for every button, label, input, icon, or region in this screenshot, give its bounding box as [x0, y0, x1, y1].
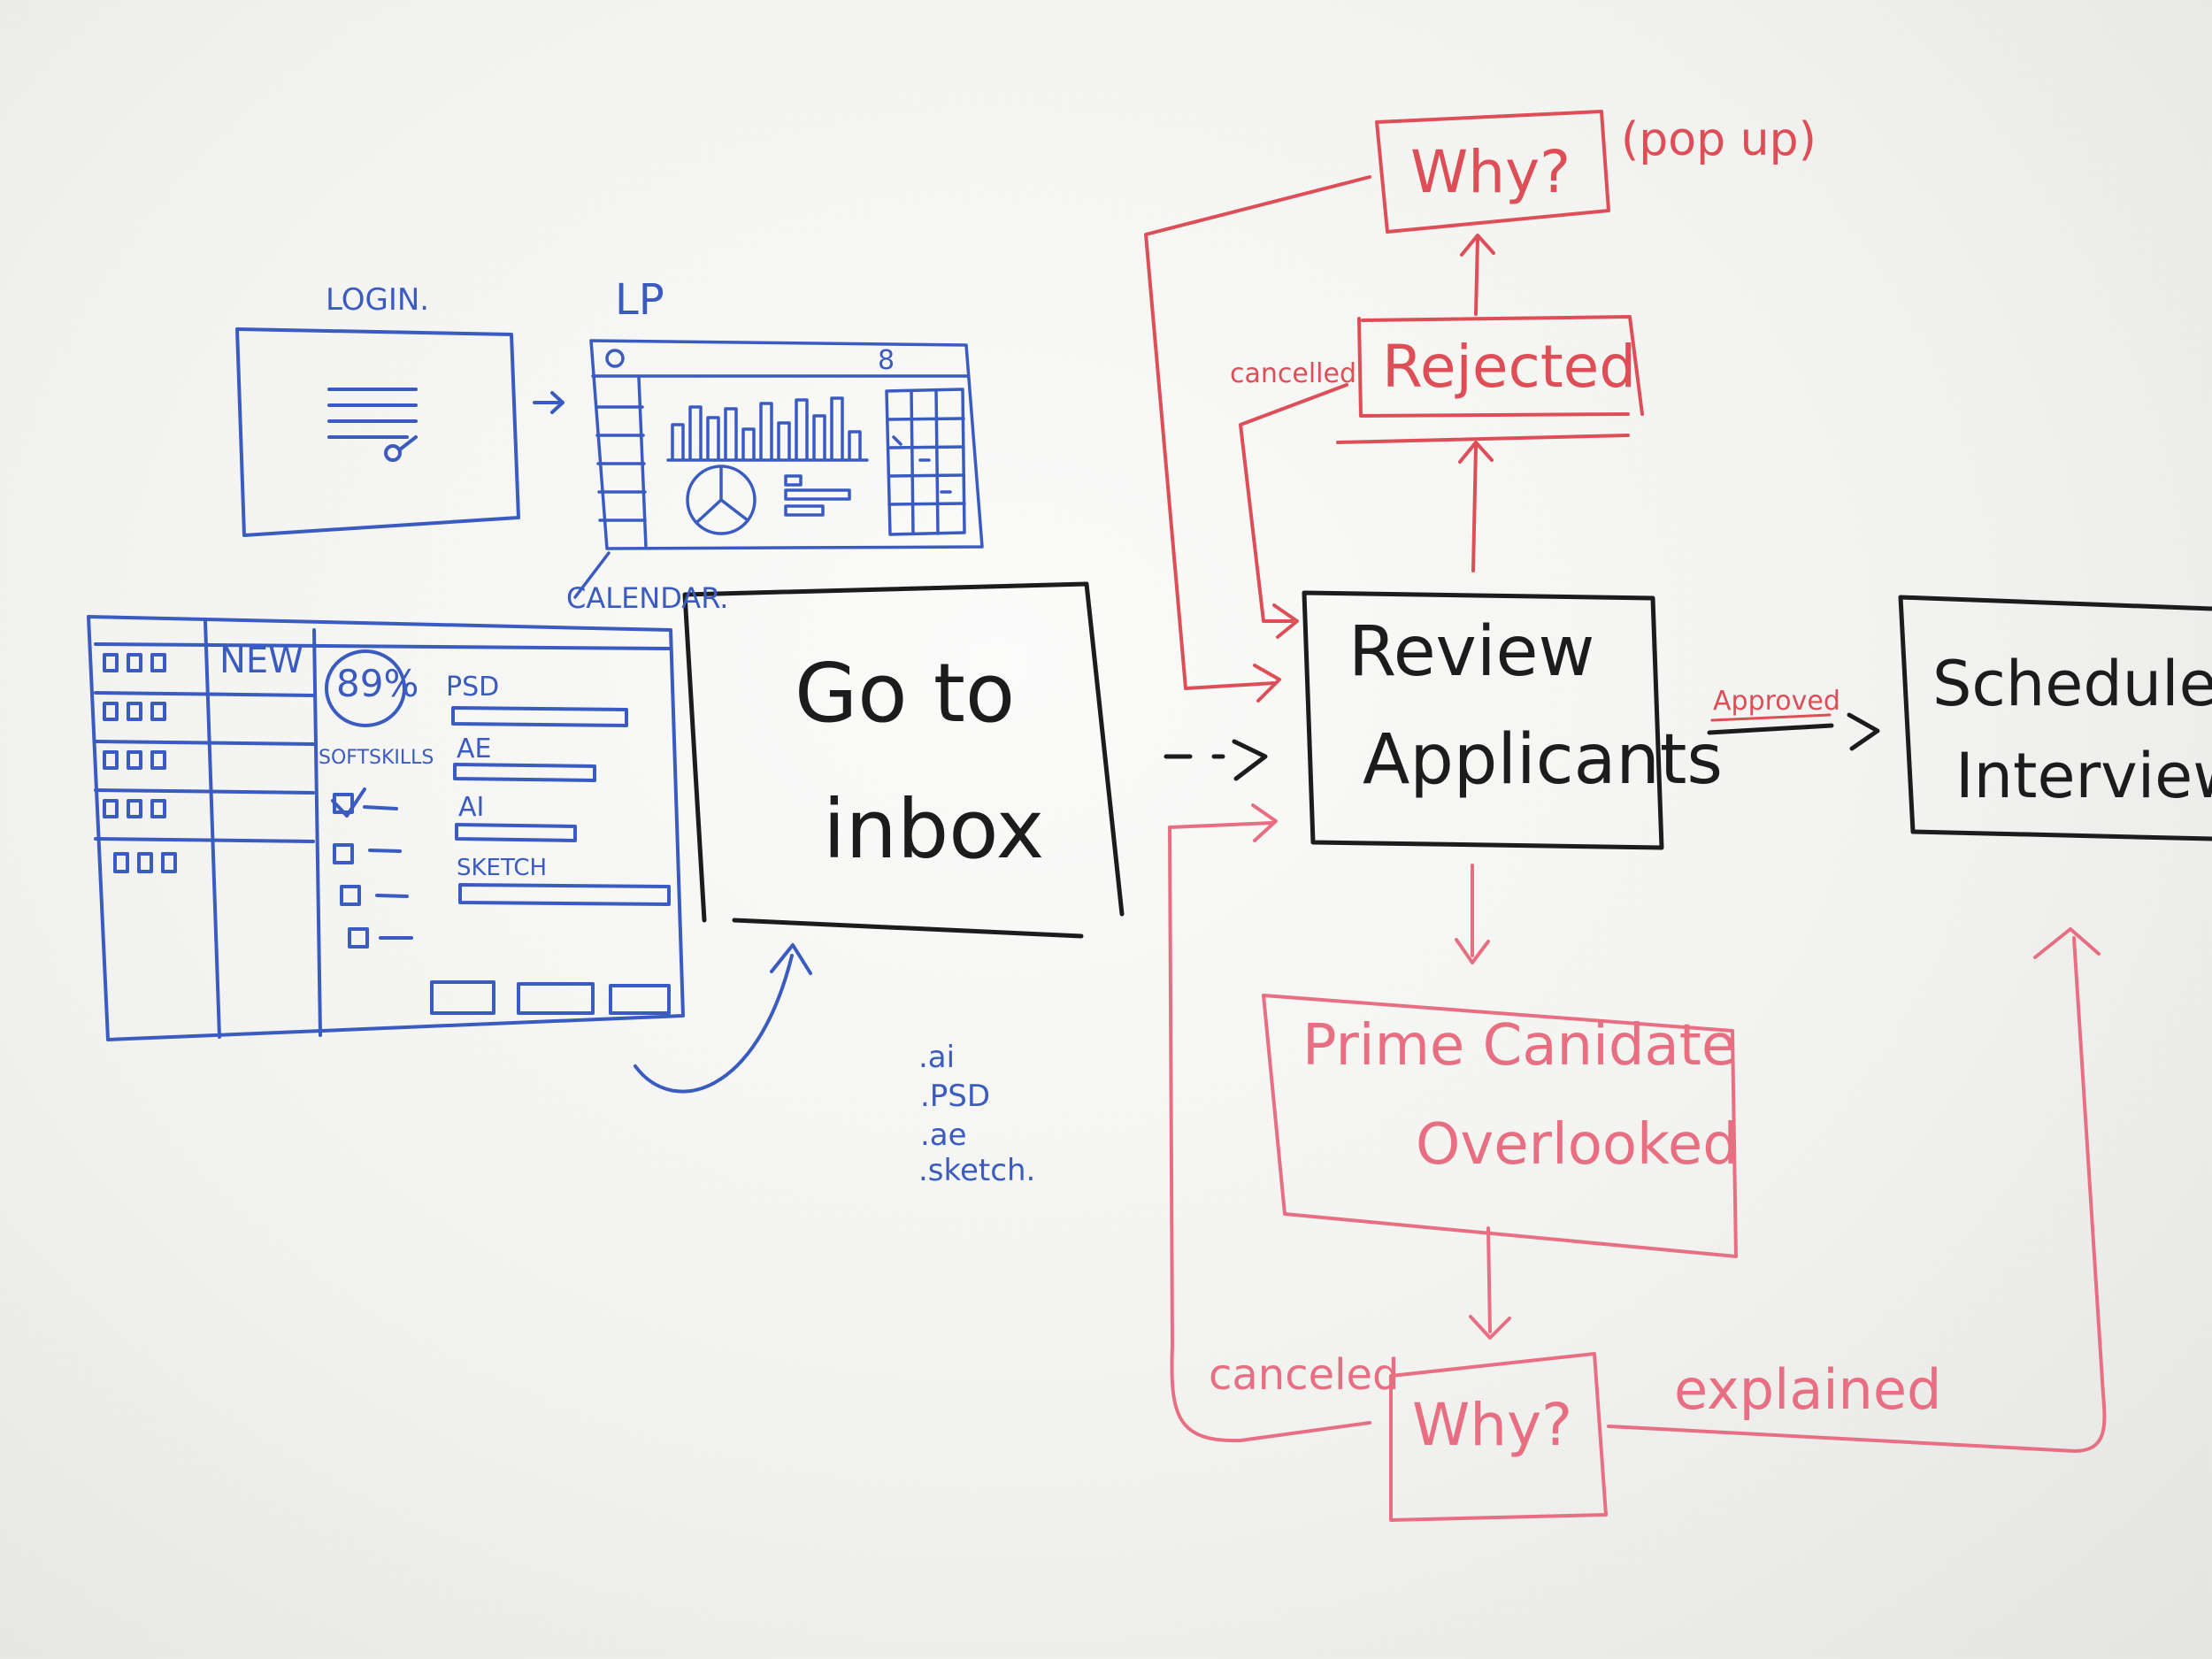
arrow-review-to-schedule: [1707, 712, 1880, 751]
arrow-login-to-lp: [533, 391, 565, 414]
file-type-sketch: .sketch.: [918, 1153, 1036, 1188]
prime-candidate-line1: Prime Canidate: [1302, 1013, 1737, 1079]
box-review-applicants: [1302, 590, 1664, 850]
skill-label-ai: AI: [458, 792, 485, 823]
why-bottom-label: Why?: [1412, 1391, 1573, 1459]
go-to-inbox-line1: Go to: [795, 646, 1016, 741]
schedule-interview-line1: Schedule: [1932, 648, 2212, 720]
popup-note: (pop up): [1621, 113, 1816, 166]
inbox-wireframe: [87, 615, 685, 1041]
edge-label-cancelled-top: cancelled: [1230, 358, 1357, 389]
skill-label-ae: AE: [457, 733, 492, 764]
calendar-pointer: [573, 551, 611, 599]
edge-label-explained: explained: [1674, 1357, 1942, 1422]
prime-candidate-line2: Overlooked: [1416, 1112, 1739, 1178]
edge-label-canceled-bottom: canceled: [1209, 1350, 1400, 1400]
arrow-goto-to-review: [1164, 739, 1268, 781]
prime-candidate-branch: [1168, 803, 2107, 1522]
schedule-interview-line2: Interview: [1955, 740, 2212, 812]
inbox-new-label: NEW: [219, 641, 303, 681]
lp-notification-badge: 8: [878, 345, 895, 376]
rejected-branch: [1144, 110, 1644, 703]
box-schedule-interview: [1898, 595, 2212, 841]
lp-dashboard-wireframe: [589, 339, 984, 550]
file-type-psd: .PSD: [920, 1079, 991, 1114]
lp-title: LP: [615, 275, 664, 325]
box-go-to-inbox: [682, 581, 1125, 939]
login-title: LOGIN.: [326, 282, 430, 318]
login-wireframe: [235, 327, 520, 537]
review-applicants-line2: Applicants: [1363, 720, 1724, 800]
skill-label-sketch: SKETCH: [457, 855, 548, 881]
file-type-ai: .ai: [918, 1040, 956, 1075]
go-to-inbox-line2: inbox: [823, 782, 1045, 877]
calendar-label: CALENDAR.: [566, 581, 729, 615]
edge-label-approved: Approved: [1713, 686, 1840, 717]
why-top-label: Why?: [1410, 138, 1571, 206]
skill-label-psd: PSD: [446, 672, 500, 703]
inbox-percent: 89%: [336, 662, 419, 705]
arrow-inbox-sketch-to-goto: [634, 943, 812, 1094]
review-applicants-line1: Review: [1348, 612, 1595, 692]
file-type-ae: .ae: [920, 1118, 967, 1153]
rejected-label: Rejected: [1382, 333, 1637, 401]
inbox-softskills-label: SOFTSKILLS: [319, 747, 434, 769]
